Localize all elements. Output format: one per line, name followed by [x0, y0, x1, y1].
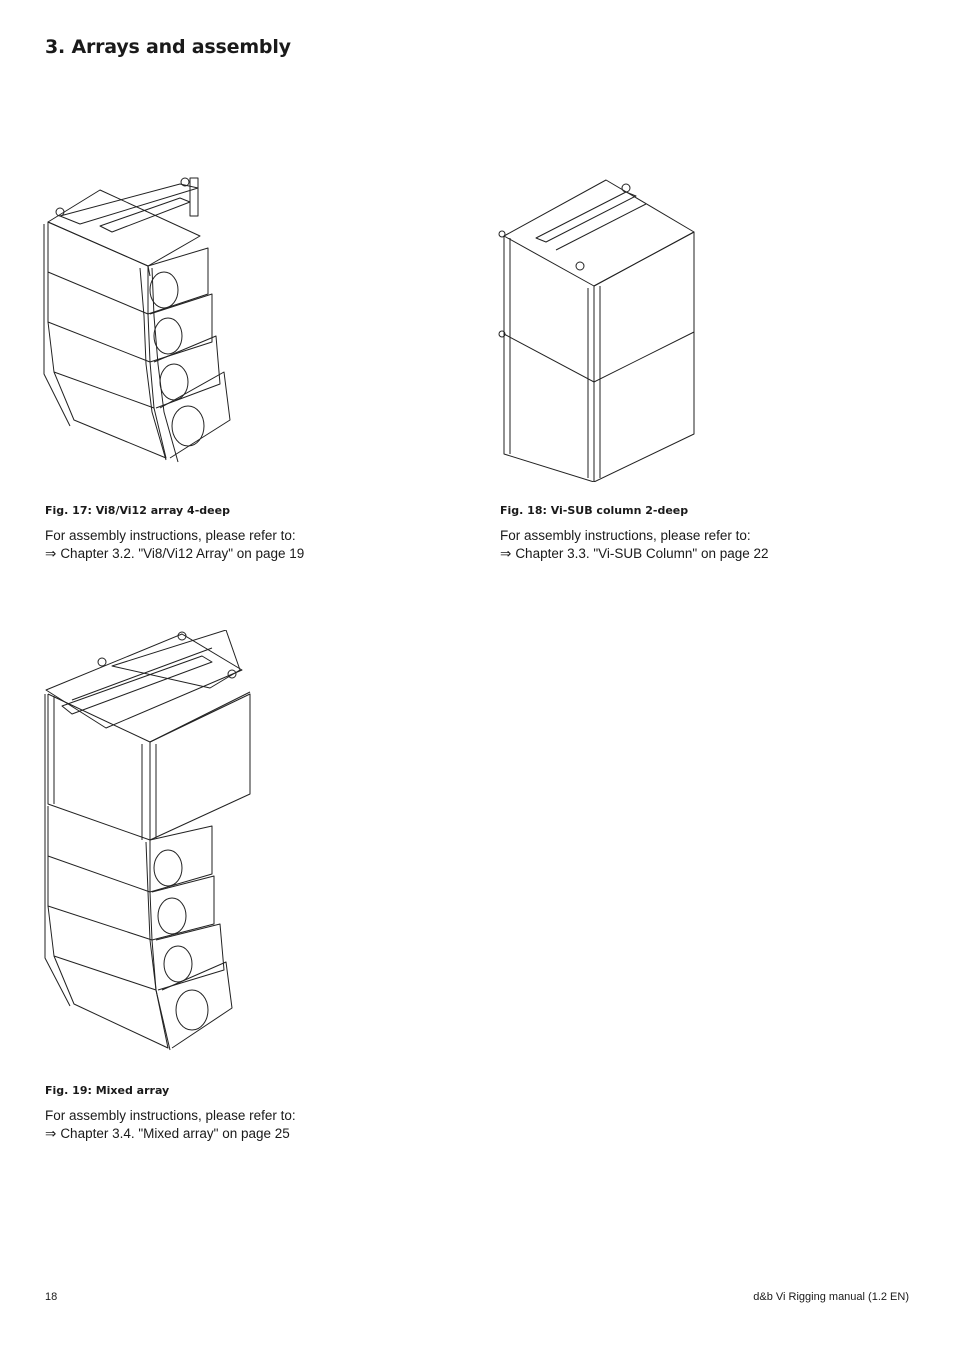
footer-manual-name: d&b Vi Rigging manual (1.2 EN)	[753, 1291, 909, 1303]
reference-intro: For assembly instructions, please refer …	[45, 1108, 296, 1123]
reference-link[interactable]: Chapter 3.2. "Vi8/Vi12 Array" on page 19	[60, 546, 305, 561]
assembly-reference: For assembly instructions, please refer …	[45, 1107, 296, 1143]
page-title: 3. Arrays and assembly	[45, 36, 291, 58]
figure-mixed-array-illustration	[42, 630, 252, 1062]
figure-caption: Fig. 17: Vi8/Vi12 array 4-deep	[45, 504, 230, 517]
assembly-reference: For assembly instructions, please refer …	[45, 527, 304, 563]
reference-link[interactable]: Chapter 3.3. "Vi-SUB Column" on page 22	[515, 546, 769, 561]
figure-caption: Fig. 19: Mixed array	[45, 1084, 170, 1097]
reference-link[interactable]: Chapter 3.4. "Mixed array" on page 25	[60, 1126, 290, 1141]
reference-intro: For assembly instructions, please refer …	[500, 528, 751, 543]
figure-vi8-vi12-array-illustration	[40, 176, 235, 468]
reference-line: ⇒Chapter 3.2. "Vi8/Vi12 Array" on page 1…	[45, 545, 304, 563]
arrow-icon: ⇒	[45, 546, 57, 562]
reference-line: ⇒Chapter 3.4. "Mixed array" on page 25	[45, 1125, 296, 1143]
reference-line: ⇒Chapter 3.3. "Vi-SUB Column" on page 22	[500, 545, 769, 563]
arrow-icon: ⇒	[500, 546, 512, 562]
page-number: 18	[45, 1291, 58, 1303]
reference-intro: For assembly instructions, please refer …	[45, 528, 296, 543]
arrow-icon: ⇒	[45, 1126, 57, 1142]
figure-vi-sub-column-illustration	[496, 178, 698, 482]
assembly-reference: For assembly instructions, please refer …	[500, 527, 769, 563]
figure-caption: Fig. 18: Vi-SUB column 2-deep	[500, 504, 689, 517]
